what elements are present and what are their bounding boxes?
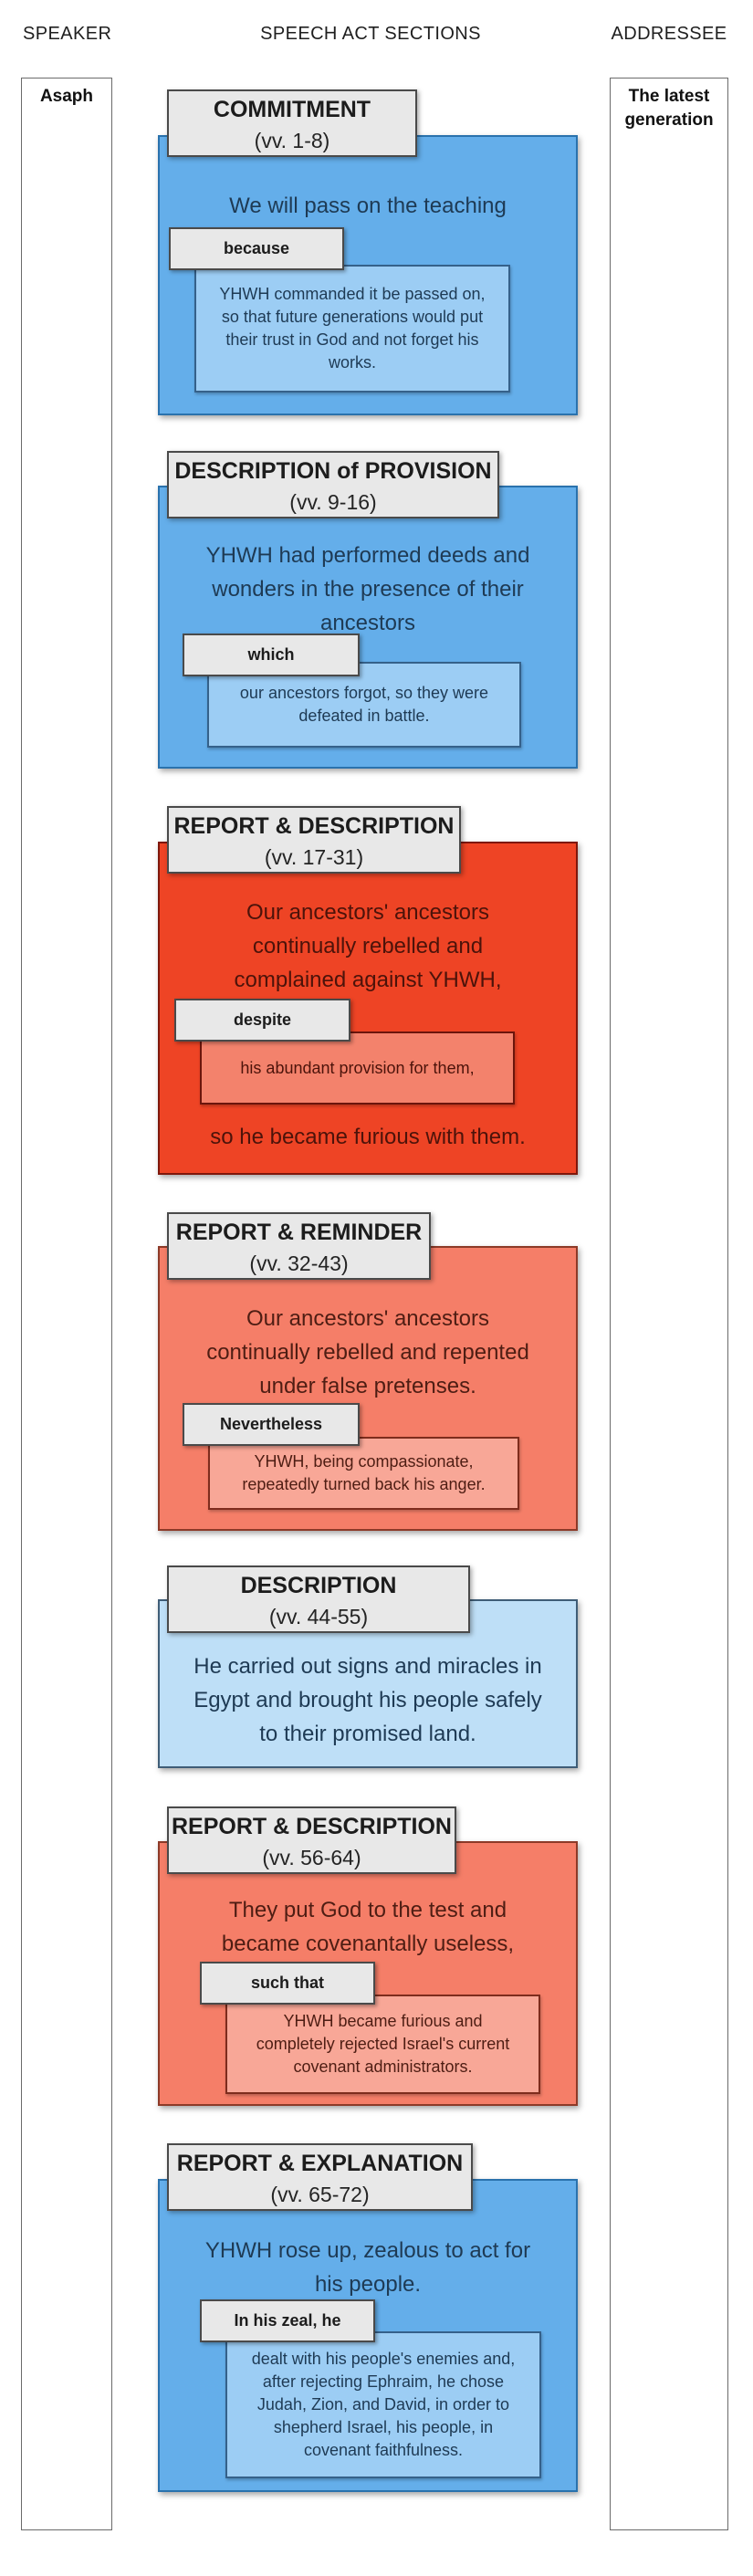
connector-label: which	[183, 634, 360, 676]
connector-label: despite	[174, 999, 350, 1042]
section-conclusion: so he became furious with them.	[210, 1125, 526, 1149]
section-title-box: DESCRIPTION of PROVISION (vv. 9-16)	[167, 451, 499, 518]
section-body: Our ancestors' ancestors continually reb…	[158, 1246, 578, 1531]
connector-label: such that	[200, 1962, 375, 2005]
addressee-label: The latest generation	[624, 87, 714, 130]
section-title: REPORT & DESCRIPTION	[172, 1814, 452, 1839]
support-box: our ancestors forgot, so they were defea…	[207, 662, 521, 748]
section-title-box: REPORT & EXPLANATION (vv. 65-72)	[167, 2143, 473, 2211]
sections-column-header: SPEECH ACT SECTIONS	[260, 24, 481, 44]
section-title: REPORT & DESCRIPTION	[173, 813, 455, 839]
section-body: Our ancestors' ancestors continually reb…	[158, 842, 578, 1175]
section-statement: He carried out signs and miracles in Egy…	[193, 1654, 542, 1746]
support-box: YHWH commanded it be passed on, so that …	[194, 265, 510, 393]
section-title-box: COMMITMENT (vv. 1-8)	[167, 89, 417, 157]
section-body: YHWH had performed deeds and wonders in …	[158, 486, 578, 769]
section-body: We will pass on the teaching because YHW…	[158, 135, 578, 415]
support-box: YHWH became furious and completely rejec…	[225, 1995, 540, 2094]
section-title: REPORT & EXPLANATION	[176, 2151, 464, 2176]
section-verses: (vv. 17-31)	[264, 845, 364, 869]
section-verses: (vv. 1-8)	[254, 129, 330, 152]
section-verses: (vv. 56-64)	[262, 1846, 361, 1869]
connector-label: In his zeal, he	[200, 2299, 375, 2342]
section-statement: YHWH rose up, zealous to act for his peo…	[204, 2238, 531, 2297]
speaker-label: Asaph	[39, 87, 94, 106]
connector-label: because	[169, 227, 344, 270]
support-box: his abundant provision for them,	[200, 1031, 515, 1105]
section-body: They put God to the test and became cove…	[158, 1841, 578, 2106]
support-box: YHWH, being compassionate, repeatedly tu…	[208, 1437, 519, 1510]
connector-label: Nevertheless	[183, 1403, 360, 1446]
addressee-column-header: ADDRESSEE	[611, 24, 727, 44]
support-box: dealt with his people's enemies and, aft…	[225, 2331, 541, 2478]
section-statement: They put God to the test and became cove…	[221, 1898, 515, 1956]
section-title-box: REPORT & DESCRIPTION (vv. 56-64)	[167, 1806, 456, 1874]
section-title: DESCRIPTION	[240, 1573, 397, 1598]
section-title-box: REPORT & DESCRIPTION (vv. 17-31)	[167, 806, 461, 874]
section-statement: We will pass on the teaching	[229, 194, 507, 218]
addressee-column: The latest generation	[610, 78, 728, 2530]
section-statement: Our ancestors' ancestors continually reb…	[206, 1306, 529, 1398]
section-verses: (vv. 9-16)	[289, 490, 377, 514]
speaker-column-header: SPEAKER	[23, 24, 112, 44]
section-title: REPORT & REMINDER	[175, 1220, 423, 1245]
section-verses: (vv. 44-55)	[268, 1605, 369, 1628]
section-verses: (vv. 32-43)	[249, 1251, 349, 1275]
section-statement: YHWH had performed deeds and wonders in …	[205, 543, 530, 635]
section-title: COMMITMENT	[213, 97, 371, 122]
speaker-column: Asaph	[21, 78, 112, 2530]
section-statement: Our ancestors' ancestors continually reb…	[234, 900, 502, 992]
section-title-box: REPORT & REMINDER (vv. 32-43)	[167, 1212, 431, 1280]
section-title: DESCRIPTION of PROVISION	[174, 458, 492, 484]
section-verses: (vv. 65-72)	[270, 2183, 370, 2206]
section-body: YHWH rose up, zealous to act for his peo…	[158, 2179, 578, 2492]
section-title-box: DESCRIPTION (vv. 44-55)	[167, 1565, 470, 1633]
